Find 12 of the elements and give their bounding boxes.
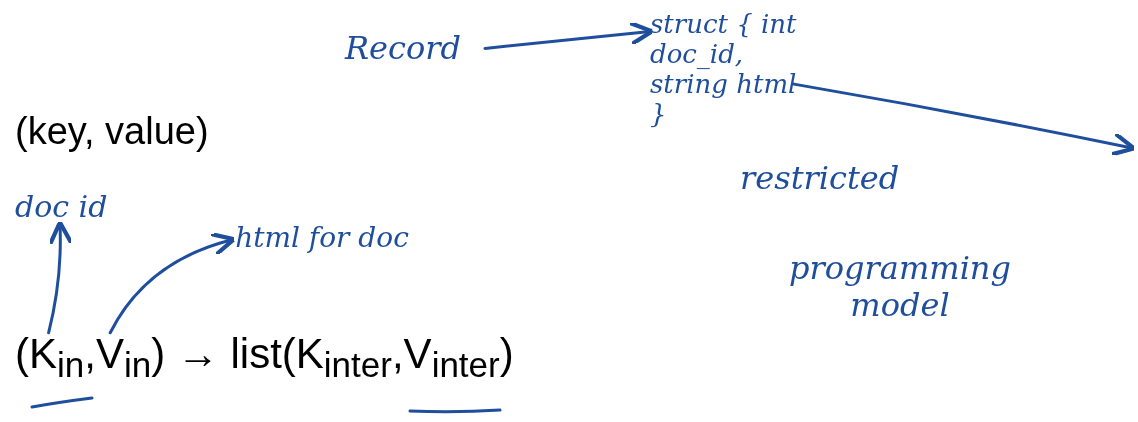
struct-code-note: struct { int doc_id, string html } [650, 10, 810, 130]
arrow [47, 220, 74, 335]
arrow [108, 232, 237, 335]
handwritten-note: programming model [788, 250, 1012, 324]
arrow [792, 82, 1137, 157]
tuple-heading: (key, value) [15, 110, 210, 154]
handwritten-note: doc id [15, 190, 165, 225]
formula-text: (K$_{in}$,V$_{in}$) → list(K$_{inter}$,V$_{inter}$) [15, 330, 575, 386]
handwritten-note: restricted [740, 160, 901, 197]
handwritten-note: Record [345, 30, 485, 67]
handwritten-note: html for doc [232, 222, 412, 255]
arrow [483, 20, 655, 50]
